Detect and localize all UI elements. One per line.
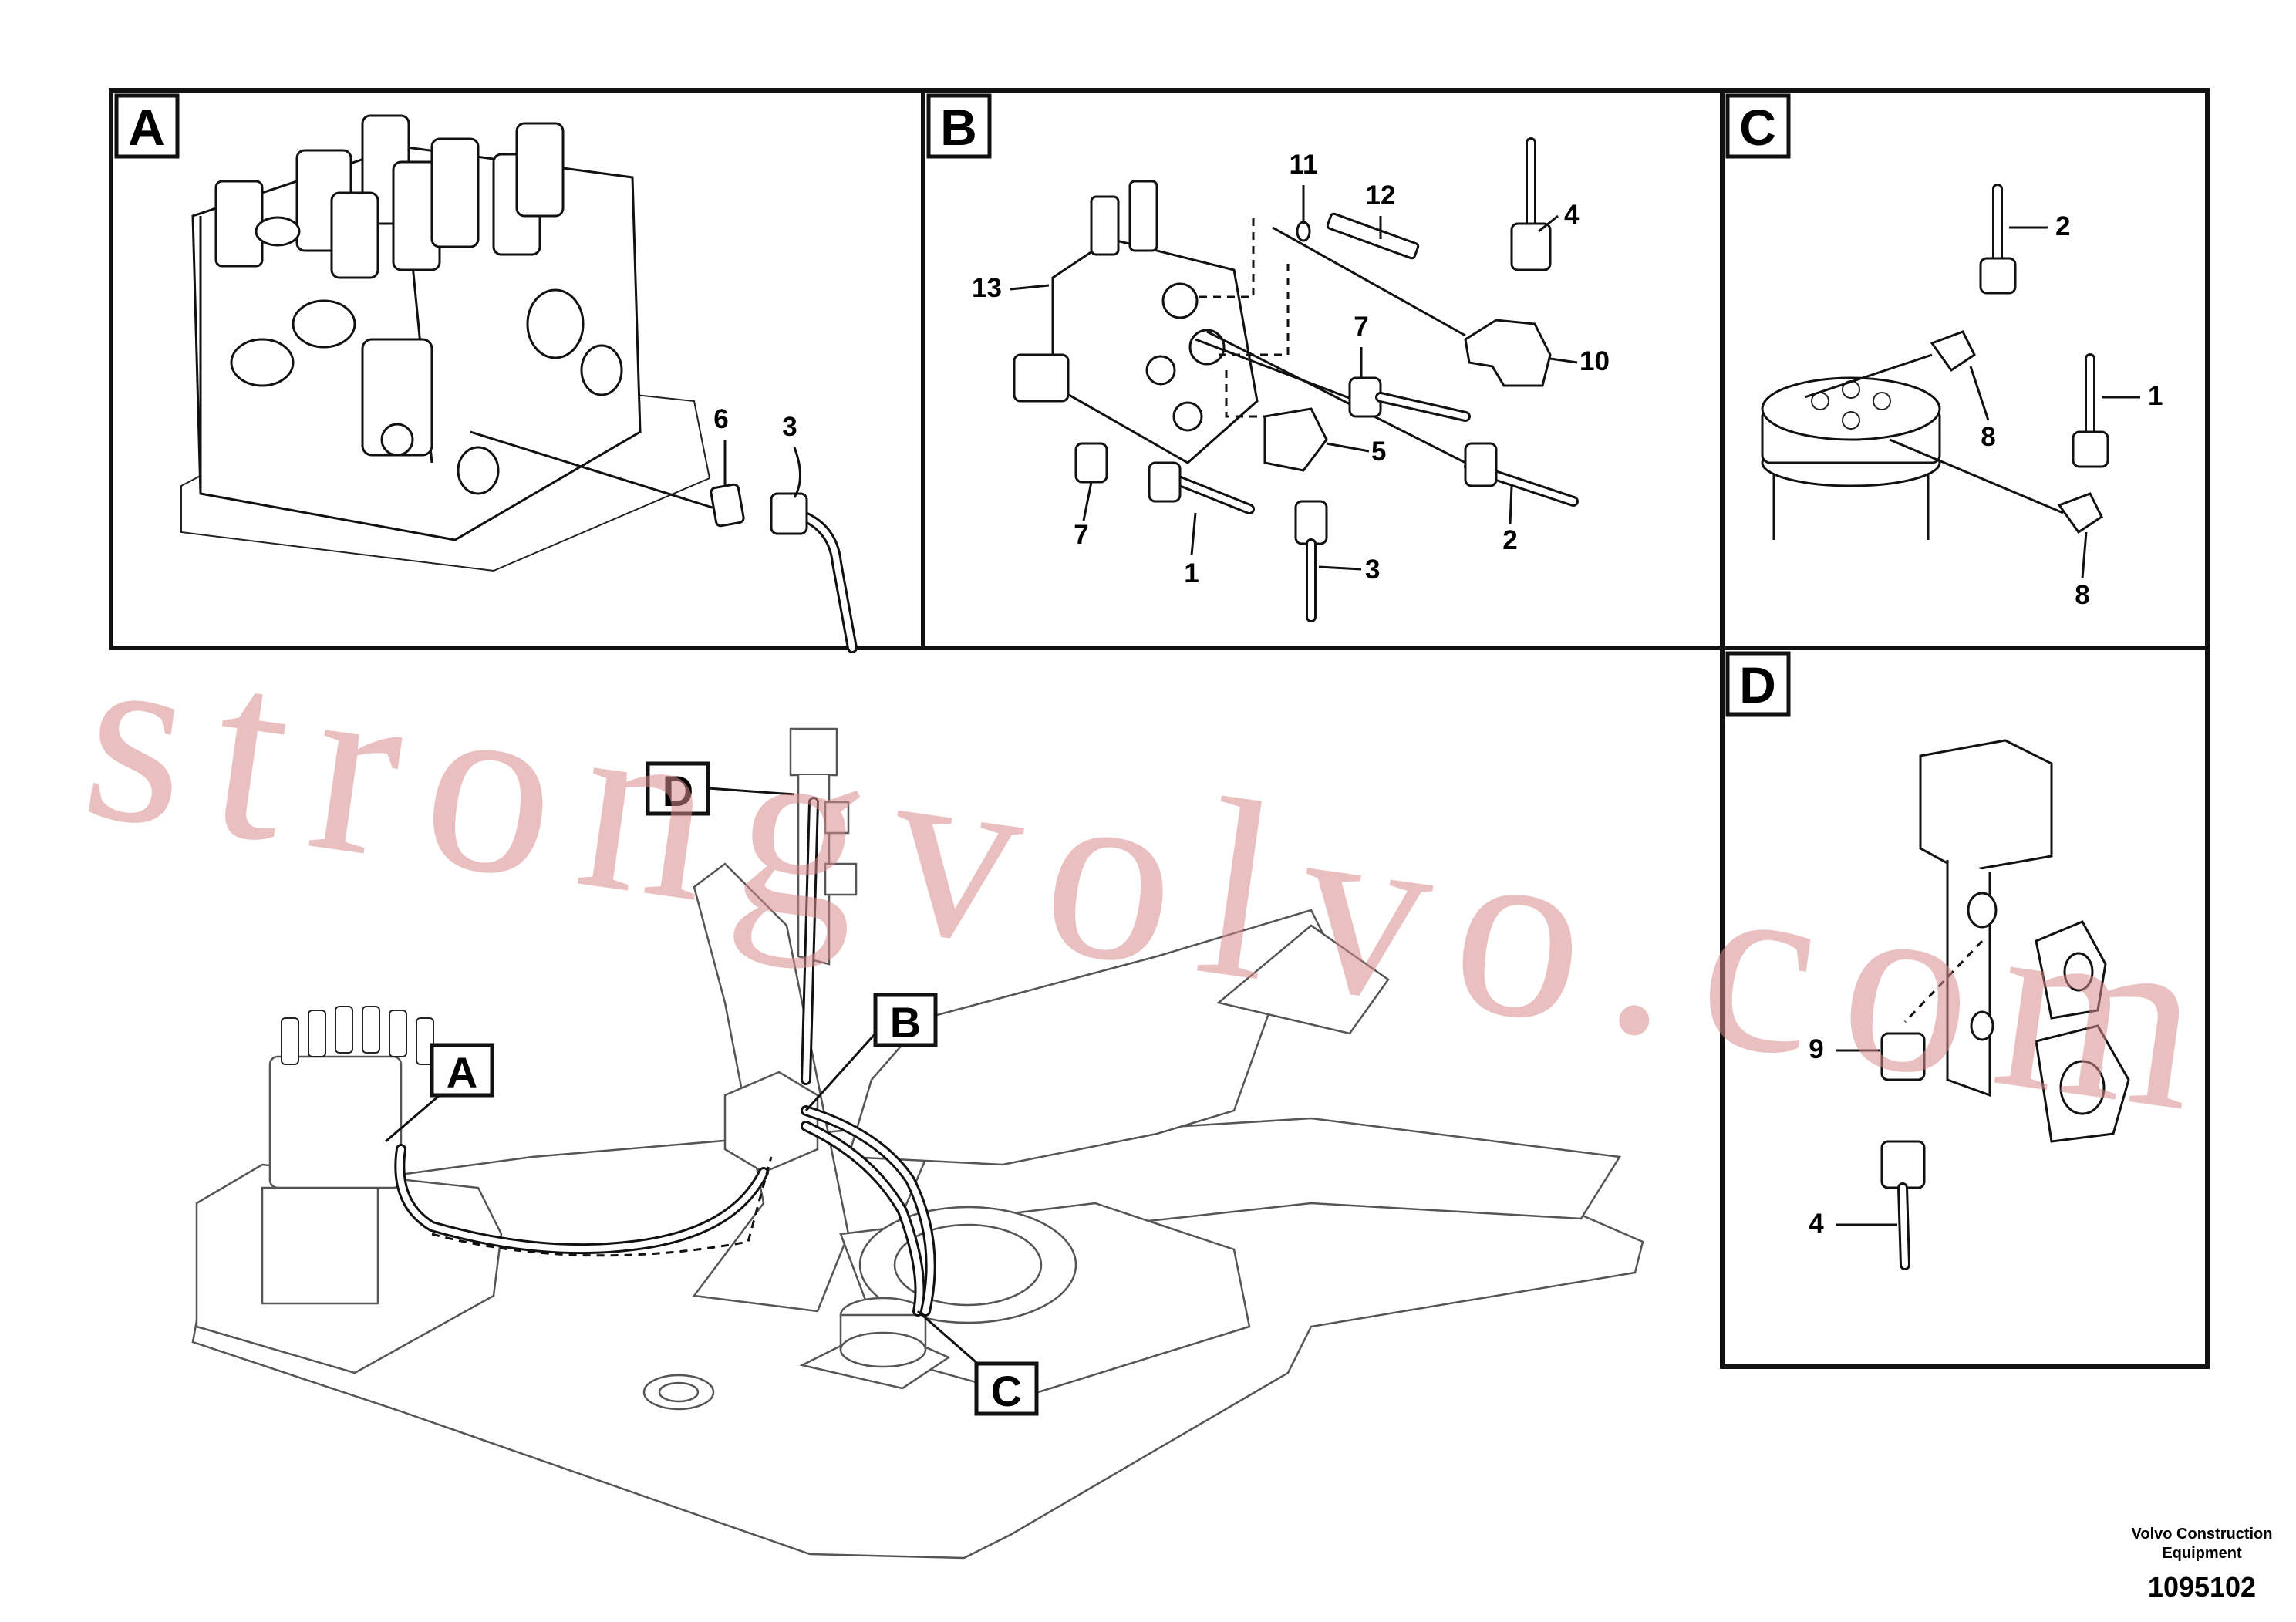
panel-b-callout-5: 5 [1371, 437, 1386, 467]
swivel-illustration [1761, 376, 1941, 540]
drawing-number: 1095102 [2148, 1571, 2256, 1603]
panel-b: B [926, 93, 1610, 622]
panel-d-callout-4: 4 [1809, 1209, 1824, 1239]
panel-a-callout-3: 3 [782, 412, 797, 442]
panel-a-letter: A [128, 99, 165, 156]
valve-block-illustration [1013, 180, 1259, 464]
panel-frames [109, 88, 2210, 1369]
panel-b-callout-4: 4 [1564, 200, 1580, 230]
panel-b-callout-10: 10 [1580, 346, 1610, 376]
overview-label-d: D [663, 767, 693, 815]
footer: Volvo Construction Equipment 1095102 [2132, 1526, 2273, 1603]
panel-b-letter: B [940, 99, 977, 156]
connection-block-illustration [1919, 739, 2130, 1143]
panel-a: A 6 3 [114, 93, 858, 653]
panel-c-callout-8b: 8 [2075, 580, 2089, 610]
panel-a-callout-6: 6 [713, 404, 728, 434]
overview-assembly: D B A C [191, 727, 1644, 1560]
panel-b-callout-2: 2 [1502, 525, 1517, 555]
overview-label-b: B [890, 998, 921, 1047]
credit-line-1: Volvo Construction [2132, 1526, 2273, 1543]
panel-b-callout-13: 13 [972, 273, 1002, 303]
panel-b-callout-12: 12 [1366, 180, 1396, 211]
panel-c-callout-1: 1 [2148, 381, 2163, 411]
panel-b-callout-1: 1 [1184, 558, 1199, 588]
valve-block [723, 727, 858, 1174]
panel-b-callout-7a: 7 [1354, 312, 1368, 342]
panel-d-letter: D [1739, 656, 1776, 713]
control-valve-illustration [180, 114, 711, 572]
panel-c-callout-2: 2 [2055, 211, 2070, 241]
panel-b-callout-11: 11 [1290, 150, 1318, 180]
panel-b-callout-3: 3 [1365, 555, 1380, 585]
swivel-joint [799, 1297, 951, 1390]
panel-c: C 2 1 8 8 [1725, 93, 2163, 610]
credit-line-2: Equipment [2162, 1545, 2242, 1562]
panel-b-callout-7b: 7 [1074, 520, 1088, 550]
panel-c-letter: C [1739, 99, 1776, 156]
overview-label-c: C [991, 1367, 1022, 1415]
panel-c-callout-8a: 8 [1981, 422, 1995, 452]
overview-label-a: A [447, 1048, 477, 1097]
panel-d: D 9 4 [1725, 651, 2130, 1270]
panel-d-callout-9: 9 [1809, 1034, 1823, 1064]
